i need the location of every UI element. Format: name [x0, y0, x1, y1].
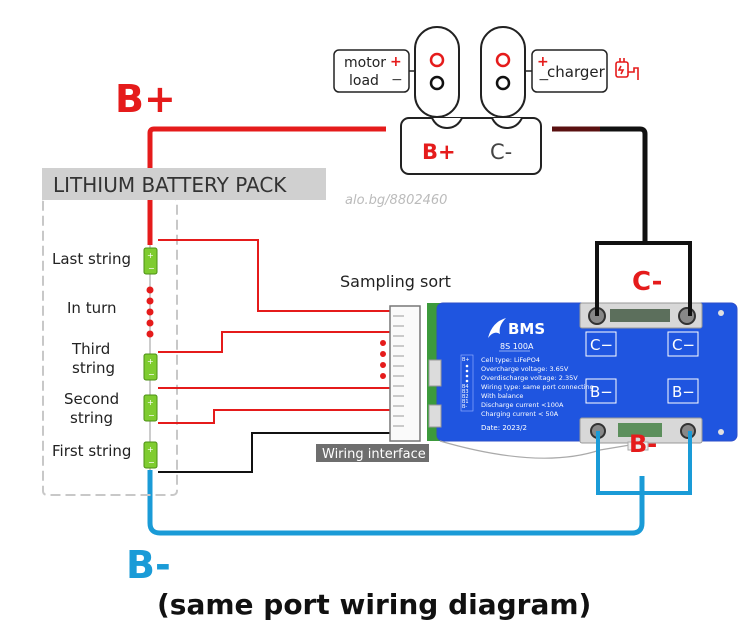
c-minus-big-label: C- — [632, 267, 662, 297]
label-third-string: string — [72, 359, 115, 377]
bms-pin-4: B1 — [462, 399, 469, 405]
box-b-plus: B+ — [422, 140, 456, 164]
bms-model: 8S 100A — [500, 342, 534, 351]
bms-mount-hole — [718, 429, 724, 435]
sampling-dots — [380, 340, 386, 379]
bms-spec-3: Wiring type: same port connecting — [481, 383, 594, 391]
svg-text:−: − — [148, 458, 155, 467]
bms-spec-2: Overdischarge voltage: 2.35V — [481, 374, 578, 382]
connector-pins — [393, 315, 404, 427]
bms-connector-upper — [428, 359, 442, 387]
b-plus-label: B+ — [115, 77, 176, 121]
charge-port-notch — [431, 117, 523, 130]
svg-text:−: − — [148, 370, 155, 379]
charger-minus-pin — [495, 75, 511, 91]
motor-minus: − — [391, 72, 403, 88]
motor-plus-pin — [429, 52, 445, 68]
label-second-string: string — [70, 409, 113, 427]
svg-text:+: + — [147, 357, 154, 366]
bms-c-shunt — [610, 309, 670, 322]
charger-plug-icon — [615, 58, 639, 80]
bms-c-minus-label-1: C− — [590, 336, 613, 354]
svg-text:−: − — [148, 411, 155, 420]
sample-wire-1 — [158, 409, 390, 424]
charge-port-box — [400, 117, 542, 175]
b-minus-small-label: B- — [629, 430, 657, 458]
wiring-interface-bg — [316, 444, 429, 462]
bms-c-minus-box-2 — [667, 331, 699, 357]
pack-title-bg — [42, 168, 326, 200]
label-in-turn: In turn — [67, 299, 117, 317]
bms-b-minus-label-2: B− — [672, 383, 695, 401]
bms-c-minus-box-1 — [585, 331, 617, 357]
cell-third: +− — [143, 353, 158, 381]
charger-terminal — [480, 26, 526, 118]
label-third: Third — [71, 340, 110, 358]
label-second: Second — [64, 390, 119, 408]
bms-spec-4: With balance — [481, 392, 523, 400]
bms-logo-icon — [488, 318, 506, 338]
svg-text:+: + — [147, 251, 154, 260]
c-screw-right — [678, 307, 696, 325]
bms-brand: BMS — [508, 320, 545, 338]
bms-pin-legend — [460, 354, 474, 412]
bms-pin-5: B- — [462, 404, 467, 410]
bms-pin-2: B3 — [462, 389, 469, 395]
charger-label: charger — [547, 63, 606, 81]
bms-spec-0: Cell type: LiFePO4 — [481, 356, 540, 364]
motor-line2: load — [349, 73, 379, 89]
sample-wire-neg — [158, 432, 390, 473]
box-c-minus: C- — [490, 140, 512, 164]
bms-date: Date: 2023/2 — [481, 424, 527, 432]
charger-plus-pin — [495, 52, 511, 68]
label-last-string: Last string — [52, 250, 131, 268]
svg-text:+: + — [147, 445, 154, 454]
c-minus-wire — [552, 126, 648, 243]
bms-pin-dots — [465, 364, 469, 383]
b-plus-main-wire — [147, 126, 386, 245]
temp-sensor-wire — [439, 440, 631, 459]
bms-pin-3: B2 — [462, 394, 469, 400]
c-minus-loop — [595, 241, 692, 316]
bms-b-minus-label-1: B− — [590, 383, 613, 401]
motor-plus: + — [390, 54, 402, 70]
motor-line1: motor — [344, 55, 386, 71]
cell-first: +− — [143, 441, 158, 469]
b-minus-label: B- — [126, 543, 171, 587]
motor-minus-pin — [429, 75, 445, 91]
cell-last: +− — [143, 247, 158, 275]
diagram-caption: (same port wiring diagram) — [157, 588, 591, 621]
b-minus-main-wire — [147, 470, 645, 536]
bms-spec-5: Discharge current <100A — [481, 401, 564, 409]
bms-mount-hole — [718, 310, 724, 316]
bms-connector-lower — [428, 404, 442, 428]
watermark: alo.bg/8802460 — [345, 193, 447, 208]
svg-text:−: − — [148, 264, 155, 273]
bms-spec-1: Overcharge voltage: 3.65V — [481, 365, 569, 373]
charger-plus: + — [537, 54, 549, 70]
in-turn-dots — [146, 286, 154, 338]
charger-minus: − — [538, 72, 550, 88]
wiring-interface-label: Wiring interface — [322, 447, 426, 462]
sample-wire-3 — [158, 331, 390, 353]
bms-b-shunt — [618, 423, 662, 437]
bms-pin-1: B4 — [462, 384, 469, 390]
sample-wire-last — [158, 239, 390, 312]
svg-text:+: + — [147, 398, 154, 407]
sampling-sort-label: Sampling sort — [340, 272, 451, 291]
pack-title: LITHIUM BATTERY PACK — [53, 173, 287, 197]
b-minus-loop — [596, 431, 692, 495]
label-first-string: First string — [52, 442, 131, 460]
bms-spec-6: Charging current < 50A — [481, 410, 559, 418]
motor-terminal — [414, 26, 460, 118]
cell-second: +− — [143, 394, 158, 422]
bms-c-minus-label-2: C− — [672, 336, 695, 354]
bms-pin-0: B+ — [462, 357, 470, 363]
sampling-connector — [389, 305, 421, 442]
bms-b-minus-box-2 — [667, 378, 699, 404]
temp-sensor — [627, 441, 649, 451]
bms-b-minus-box-1 — [585, 378, 617, 404]
